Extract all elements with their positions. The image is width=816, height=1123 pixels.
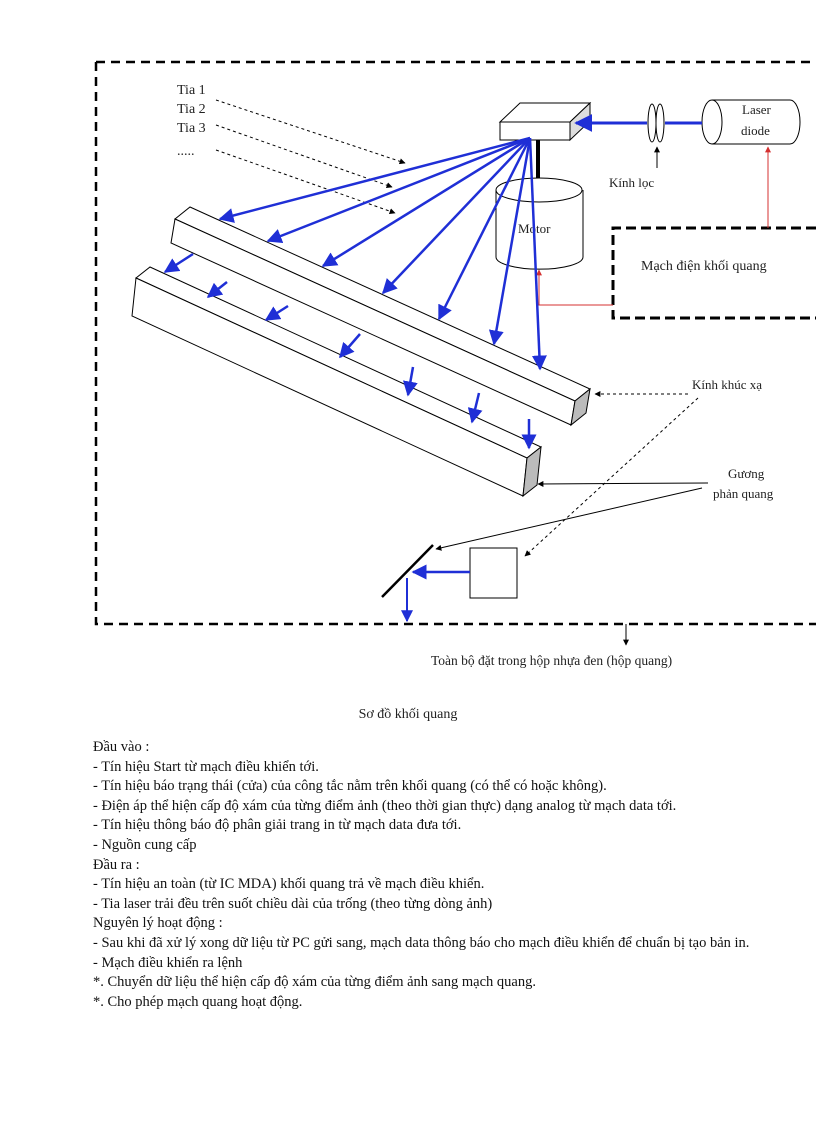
refracted-beams xyxy=(163,252,537,450)
mirror-label-line2: phản quang xyxy=(713,486,774,501)
output-item-laser-spread: - Tia laser trải đều trên suốt chiều dài… xyxy=(93,895,493,912)
optical-circuit-label: Mạch điện khối quang xyxy=(641,259,767,274)
output-item-safety-signal: - Tín hiệu an toàn (từ IC MDA) khối quan… xyxy=(93,876,485,893)
section-heading-principle: Nguyên lý hoạt động : xyxy=(93,915,223,932)
optical-block-diagram: Tia 1 Tia 2 Tia 3 ..... Motor Laser diod… xyxy=(94,60,816,668)
housing-note: Toàn bộ đặt trong hộp nhựa đen (hộp quan… xyxy=(431,624,672,668)
input-item-power: - Nguồn cung cấp xyxy=(93,836,197,853)
section-heading-inputs: Đầu vào : xyxy=(93,739,150,755)
mirror-callout: Gương phản quang xyxy=(435,466,774,551)
ray-label-1: Tia 1 xyxy=(177,83,206,98)
principle-item-2: - Mạch điều khiển ra lệnh xyxy=(93,954,243,971)
housing-label: Toàn bộ đặt trong hộp nhựa đen (hộp quan… xyxy=(431,653,672,668)
ray-label-3: Tia 3 xyxy=(177,121,206,136)
mirror-label-line1: Gương xyxy=(728,466,765,481)
laser-diode: Laser diode xyxy=(701,99,801,145)
control-signal-lines xyxy=(536,146,771,306)
sensor-assembly xyxy=(381,544,518,623)
refraction-glass-label: Kính khúc xạ xyxy=(692,377,762,392)
section-heading-outputs: Đầu ra : xyxy=(93,856,140,873)
ray-label-2: Tia 2 xyxy=(177,102,206,117)
filter-label: Kính lọc xyxy=(609,175,654,190)
sensor-box xyxy=(469,547,518,599)
input-item-grayscale-voltage: - Điện áp thể hiện cấp độ xám của từng đ… xyxy=(93,797,677,814)
description-text: Đầu vào : - Tín hiệu Start từ mạch điều … xyxy=(93,738,773,1012)
principle-subitem-2: *. Cho phép mạch quang hoạt động. xyxy=(93,993,303,1010)
scanned-beams xyxy=(218,136,547,371)
input-item-resolution: - Tín hiệu thông báo độ phân giải trang … xyxy=(93,817,462,834)
principle-subitem-1: *. Chuyển dữ liệu thể hiện cấp độ xám củ… xyxy=(93,974,536,991)
reflection-mirror xyxy=(131,266,542,498)
input-item-door-status: - Tín hiệu báo trạng thái (cửa) của công… xyxy=(93,778,607,795)
optical-circuit-box: Mạch điện khối quang xyxy=(611,226,816,320)
laser-label-line1: Laser xyxy=(742,102,772,117)
ray-label-more: ..... xyxy=(177,144,195,159)
ray-labels: Tia 1 Tia 2 Tia 3 ..... xyxy=(177,83,206,159)
refraction-glass-callout: Kính khúc xạ xyxy=(524,377,762,557)
filter-lens: Kính lọc xyxy=(609,103,665,190)
sensor-mirror xyxy=(381,544,434,598)
principle-item-1: - Sau khi đã xử lý xong dữ liệu từ PC gử… xyxy=(93,934,750,951)
refraction-glass xyxy=(170,206,591,427)
optical-housing-border xyxy=(94,60,816,626)
input-item-start-signal: - Tín hiệu Start từ mạch điều khiển tới. xyxy=(93,758,319,775)
laser-label-line2: diode xyxy=(741,123,770,138)
diagram-caption: Sơ đồ khối quang xyxy=(358,707,458,722)
